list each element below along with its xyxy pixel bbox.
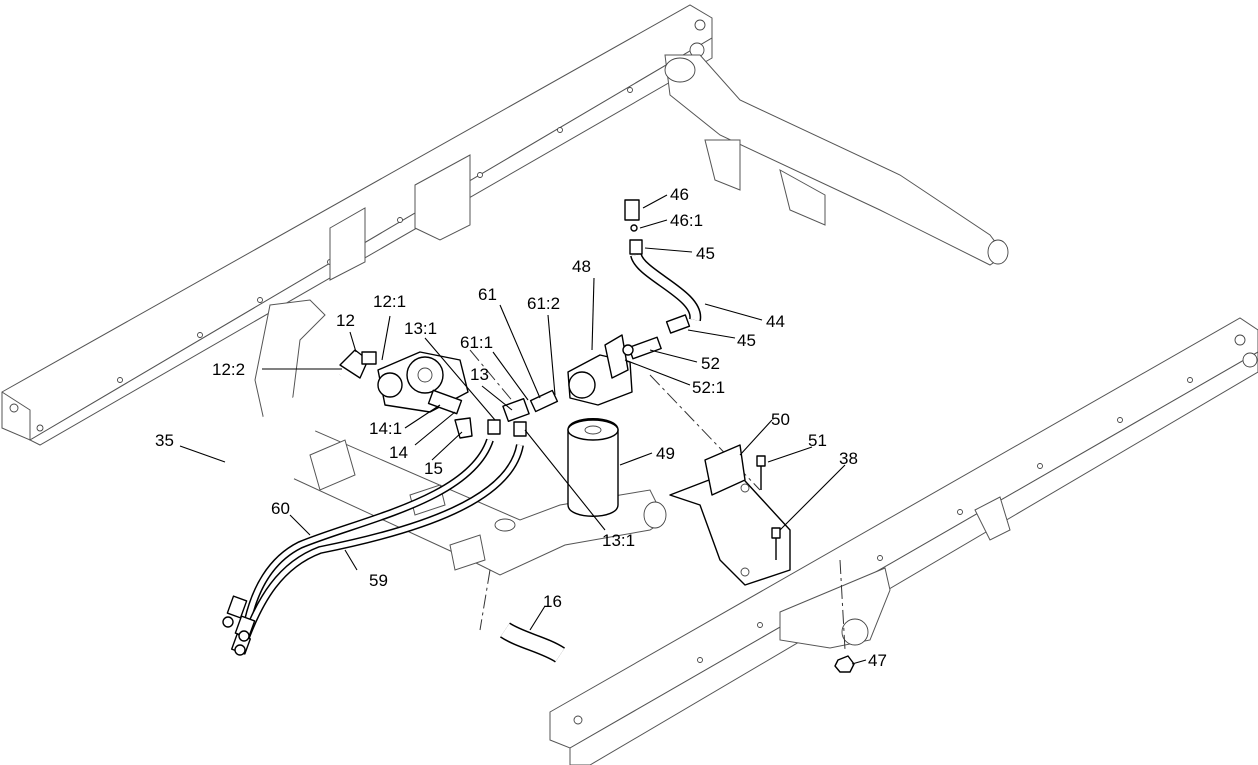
label-52: 52 <box>701 354 720 373</box>
bracket-50 <box>669 444 791 586</box>
label-60: 60 <box>271 499 290 518</box>
label-49: 49 <box>656 444 675 463</box>
fitting-14 <box>427 389 463 415</box>
bolt-51 <box>756 455 766 490</box>
bolt-38 <box>771 527 781 560</box>
label-12-1: 12:1 <box>373 292 406 311</box>
label-46-1: 46:1 <box>670 211 703 230</box>
label-14-1: 14:1 <box>369 419 402 438</box>
label-12-2: 12:2 <box>212 360 245 379</box>
fitting-52 <box>622 336 662 360</box>
label-16: 16 <box>543 592 562 611</box>
hose-59 <box>241 444 524 642</box>
label-59: 59 <box>369 571 388 590</box>
label-61-1: 61:1 <box>460 333 493 352</box>
label-45-top: 45 <box>696 244 715 263</box>
label-44: 44 <box>766 312 785 331</box>
cross-tube <box>664 54 1009 266</box>
dash-line-hose-16 <box>479 569 491 631</box>
label-13-1-top: 13:1 <box>404 319 437 338</box>
label-47: 47 <box>868 651 887 670</box>
fitting-61 <box>529 389 559 413</box>
hose-end-fittings <box>222 595 256 656</box>
label-45-mid: 45 <box>737 331 756 350</box>
label-46: 46 <box>670 185 689 204</box>
nut-47 <box>834 655 855 673</box>
dash-line-pump <box>469 349 521 411</box>
label-12: 12 <box>336 311 355 330</box>
elbow-fitting-12 <box>339 349 377 379</box>
label-50: 50 <box>771 410 790 429</box>
hose-44 <box>630 252 702 322</box>
label-48: 48 <box>572 257 591 276</box>
fitting-45 <box>629 239 691 334</box>
filter-head-48 <box>567 334 633 406</box>
hose-35 <box>203 372 342 606</box>
label-61-2: 61:2 <box>527 294 560 313</box>
label-35: 35 <box>155 431 174 450</box>
leader-lines <box>179 194 867 665</box>
label-13-1-bottom: 13:1 <box>602 531 635 550</box>
filter-49 <box>567 418 619 517</box>
elbow-15 <box>454 417 473 439</box>
label-52-1: 52:1 <box>692 378 725 397</box>
hose-16 <box>500 622 565 663</box>
hose-60 <box>244 438 494 621</box>
left-frame-rail <box>1 4 713 446</box>
label-38: 38 <box>839 449 858 468</box>
callout-labels: 46 46:1 45 44 45 48 52 52:1 61 61:2 61:1… <box>155 185 887 670</box>
sensor-46 <box>624 199 640 232</box>
label-14: 14 <box>389 443 408 462</box>
dash-line-47 <box>839 559 846 651</box>
right-frame-rail <box>549 317 1258 765</box>
tee-fitting-13 <box>487 398 530 437</box>
label-15: 15 <box>424 459 443 478</box>
label-61: 61 <box>478 285 497 304</box>
label-13: 13 <box>470 365 489 384</box>
label-51: 51 <box>808 431 827 450</box>
